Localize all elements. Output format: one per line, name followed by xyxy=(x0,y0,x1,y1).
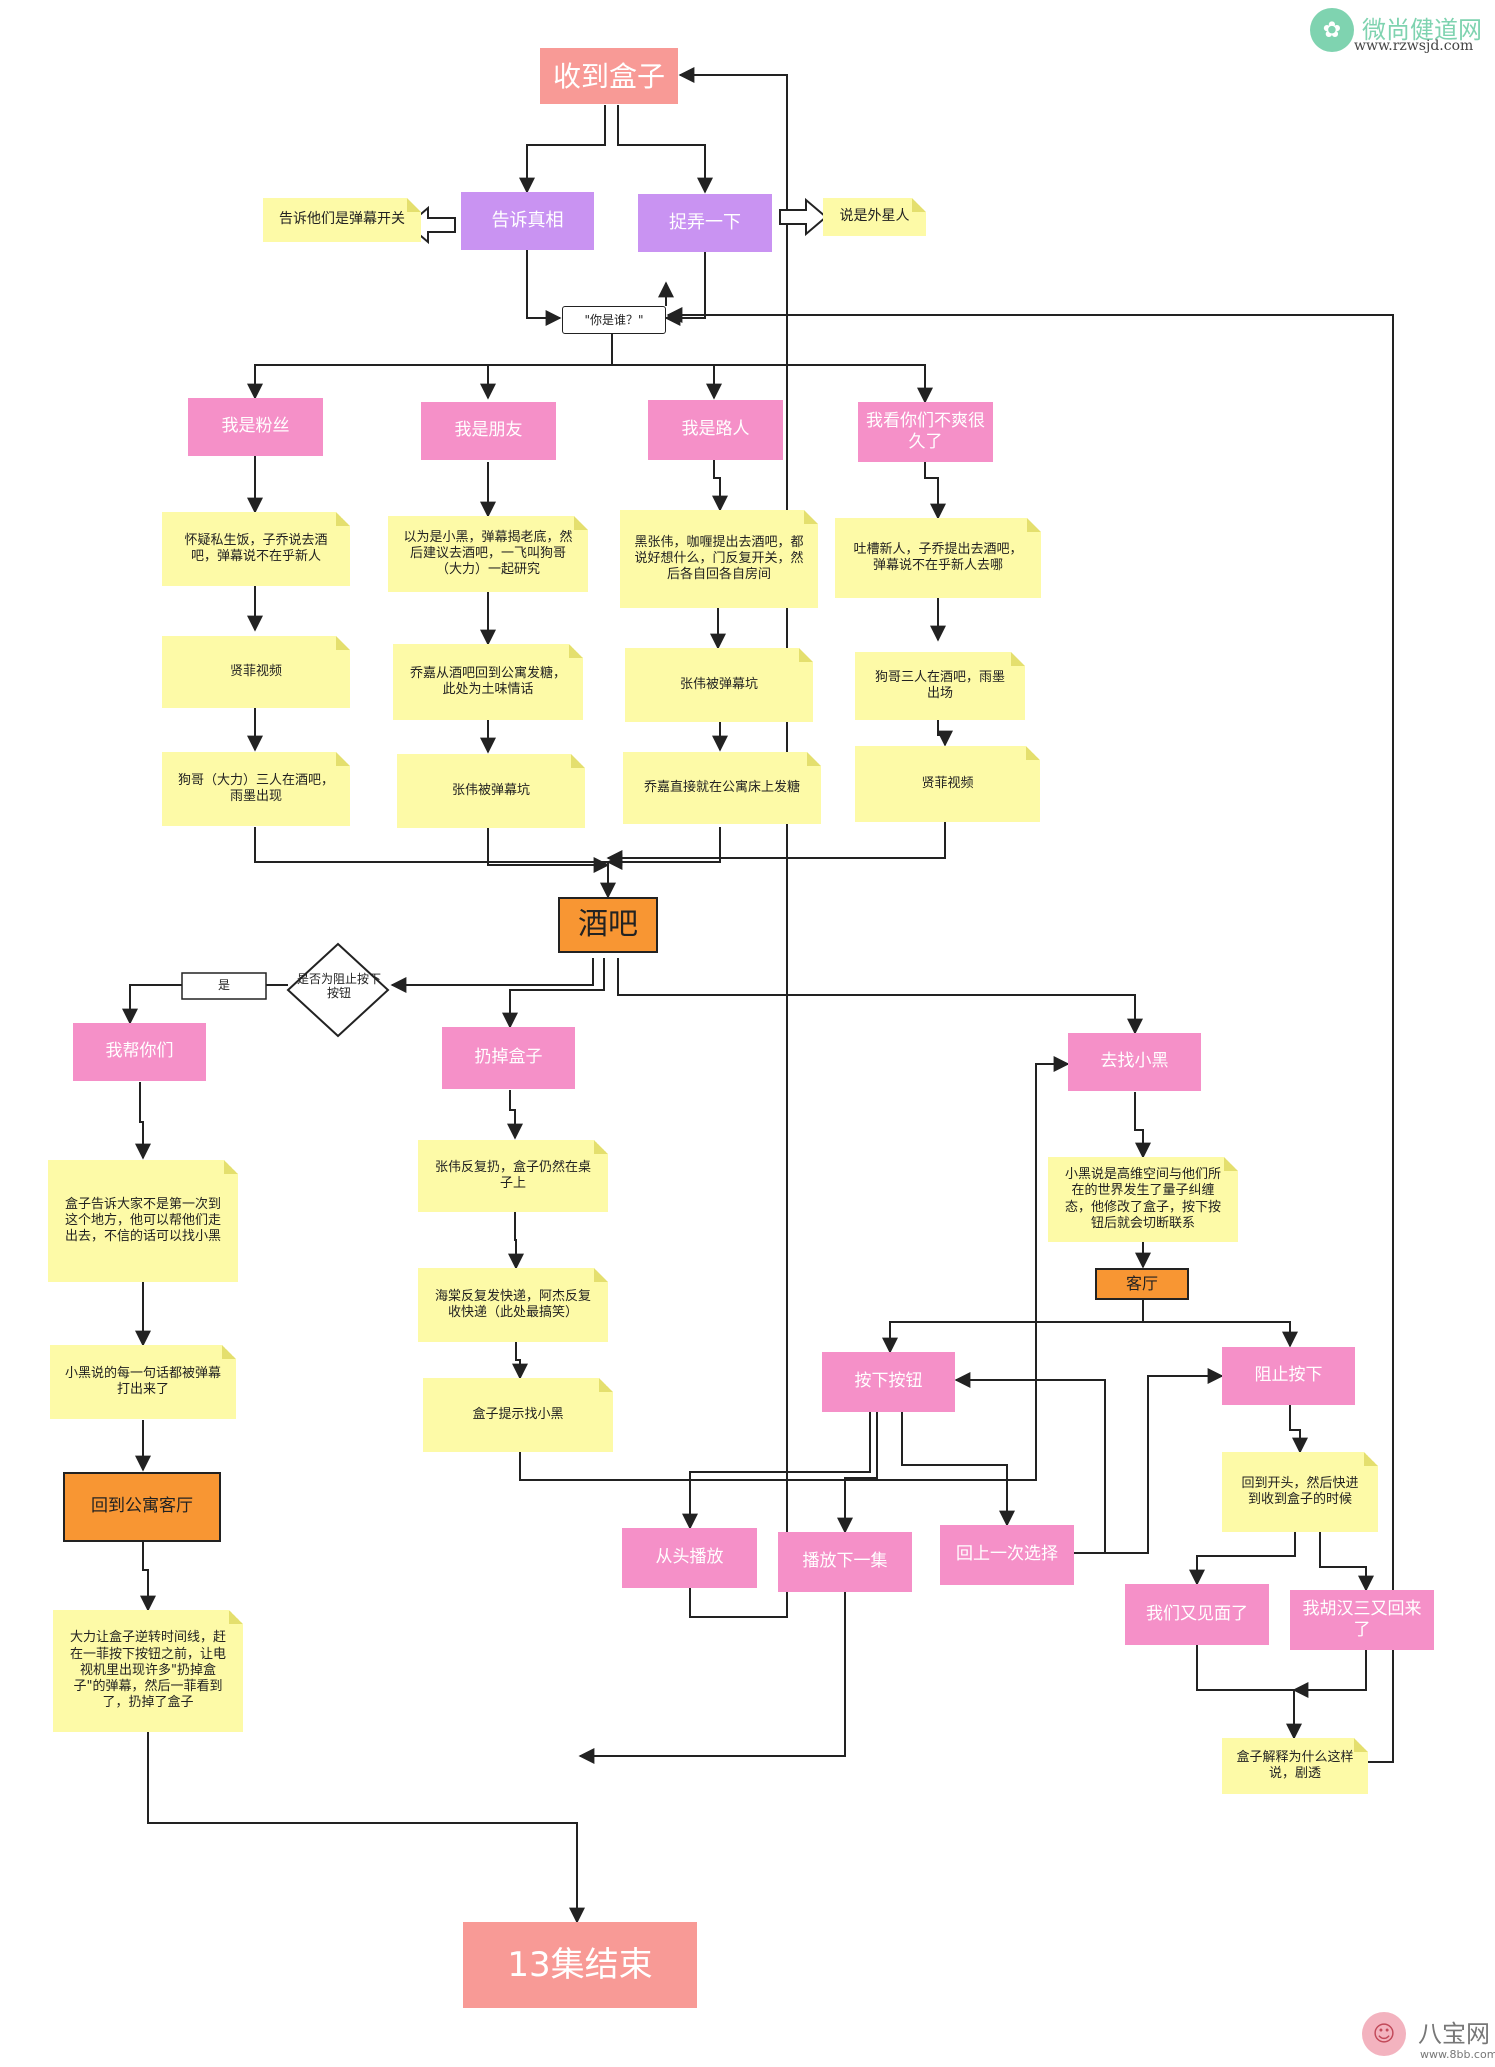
watermark-bottom-cn: 八宝网 xyxy=(1418,2020,1490,2048)
note-help-3: 大力让盒子逆转时间线，赶在一菲按下按钮之前，让电视机里出现许多"扔掉盒子"的弹幕… xyxy=(53,1610,243,1732)
note-fan-3: 狗哥（大力）三人在酒吧，雨墨出现 xyxy=(162,752,350,826)
note-say-alien: 说是外星人 xyxy=(823,198,926,236)
node-play-next: 播放下一集 xyxy=(778,1532,912,1592)
note-passer-2: 张伟被弹幕坑 xyxy=(625,648,813,722)
note-dislike-3: 贤菲视频 xyxy=(855,746,1040,822)
note-fan-1: 怀疑私生饭，子乔说去酒吧，弹幕说不在乎新人 xyxy=(162,512,350,586)
note-passer-3: 乔嘉直接就在公寓床上发糖 xyxy=(623,752,821,824)
note-fan-2: 贤菲视频 xyxy=(162,636,350,708)
note-friend-3: 张伟被弹幕坑 xyxy=(397,754,585,828)
note-help-1: 盒子告诉大家不是第一次到这个地方，他可以帮他们走出去，不信的话可以找小黑 xyxy=(48,1160,238,1282)
note-xiaohei: 小黑说是高维空间与他们所在的世界发生了量子纠缠态，他修改了盒子，按下按钮后就会切… xyxy=(1048,1157,1238,1242)
node-help-you: 我帮你们 xyxy=(73,1023,206,1081)
node-stop-press: 阻止按下 xyxy=(1222,1347,1355,1405)
watermark-logo-bottom: ☺ xyxy=(1362,2012,1406,2056)
node-tease: 捉弄一下 xyxy=(638,194,772,252)
note-throw-2: 海棠反复发快递，阿杰反复收快递（此处最搞笑） xyxy=(418,1268,608,1342)
diamond-question: 是否为阻止按下按钮 xyxy=(296,972,381,1001)
note-throw-1: 张伟反复扔，盒子仍然在桌子上 xyxy=(418,1140,608,1212)
watermark-logo-top: ✿ xyxy=(1310,8,1354,52)
note-box-explain: 盒子解释为什么这样说，剧透 xyxy=(1222,1738,1368,1794)
note-friend-1: 以为是小黑，弹幕揭老底，然后建议去酒吧，一飞叫狗哥（大力）一起研究 xyxy=(388,516,588,592)
node-who-are-you: "你是谁？" xyxy=(562,306,666,334)
node-tell-truth: 告诉真相 xyxy=(461,192,594,250)
note-dislike-1: 吐槽新人，子乔提出去酒吧，弹幕说不在乎新人去哪 xyxy=(835,518,1041,598)
node-passerby: 我是路人 xyxy=(648,400,783,460)
note-throw-3: 盒子提示找小黑 xyxy=(423,1378,613,1452)
node-press-button: 按下按钮 xyxy=(822,1352,955,1412)
watermark-bottom-url: www.8bb.com xyxy=(1420,2048,1495,2061)
note-back-start: 回到开头，然后快进到收到盒子的时候 xyxy=(1222,1452,1378,1532)
node-end: 13集结束 xyxy=(463,1922,697,2008)
node-receive-box: 收到盒子 xyxy=(540,48,678,104)
node-dislike: 我看你们不爽很久了 xyxy=(858,402,993,462)
node-throw-box: 扔掉盒子 xyxy=(442,1027,575,1089)
node-bar: 酒吧 xyxy=(558,897,658,953)
node-back-last: 回上一次选择 xyxy=(940,1525,1074,1585)
node-meet-again: 我们又见面了 xyxy=(1125,1584,1269,1645)
node-back-apartment: 回到公寓客厅 xyxy=(63,1472,221,1542)
label-yes: 是 xyxy=(217,978,230,992)
node-fan: 我是粉丝 xyxy=(188,398,323,456)
note-help-2: 小黑说的每一句话都被弹幕打出来了 xyxy=(50,1345,236,1419)
watermark-top-cn: 微尚健道网 xyxy=(1362,16,1482,44)
watermark-top-url: www.rzwsjd.com xyxy=(1354,38,1474,54)
note-friend-2: 乔嘉从酒吧回到公寓发糖，此处为土味情话 xyxy=(393,644,583,720)
node-friend: 我是朋友 xyxy=(421,402,556,460)
note-tell-danmaku-switch: 告诉他们是弹幕开关 xyxy=(263,198,421,242)
node-living-room: 客厅 xyxy=(1095,1268,1189,1300)
note-passer-1: 黑张伟，咖喱提出去酒吧，都说好想什么，门反复开关，然后各自回各自房间 xyxy=(620,510,818,608)
node-find-xiaohei: 去找小黑 xyxy=(1068,1033,1201,1091)
note-dislike-2: 狗哥三人在酒吧，雨墨出场 xyxy=(855,652,1025,720)
node-replay-start: 从头播放 xyxy=(622,1528,757,1588)
node-hu-yihan-back: 我胡汉三又回来了 xyxy=(1290,1590,1434,1650)
